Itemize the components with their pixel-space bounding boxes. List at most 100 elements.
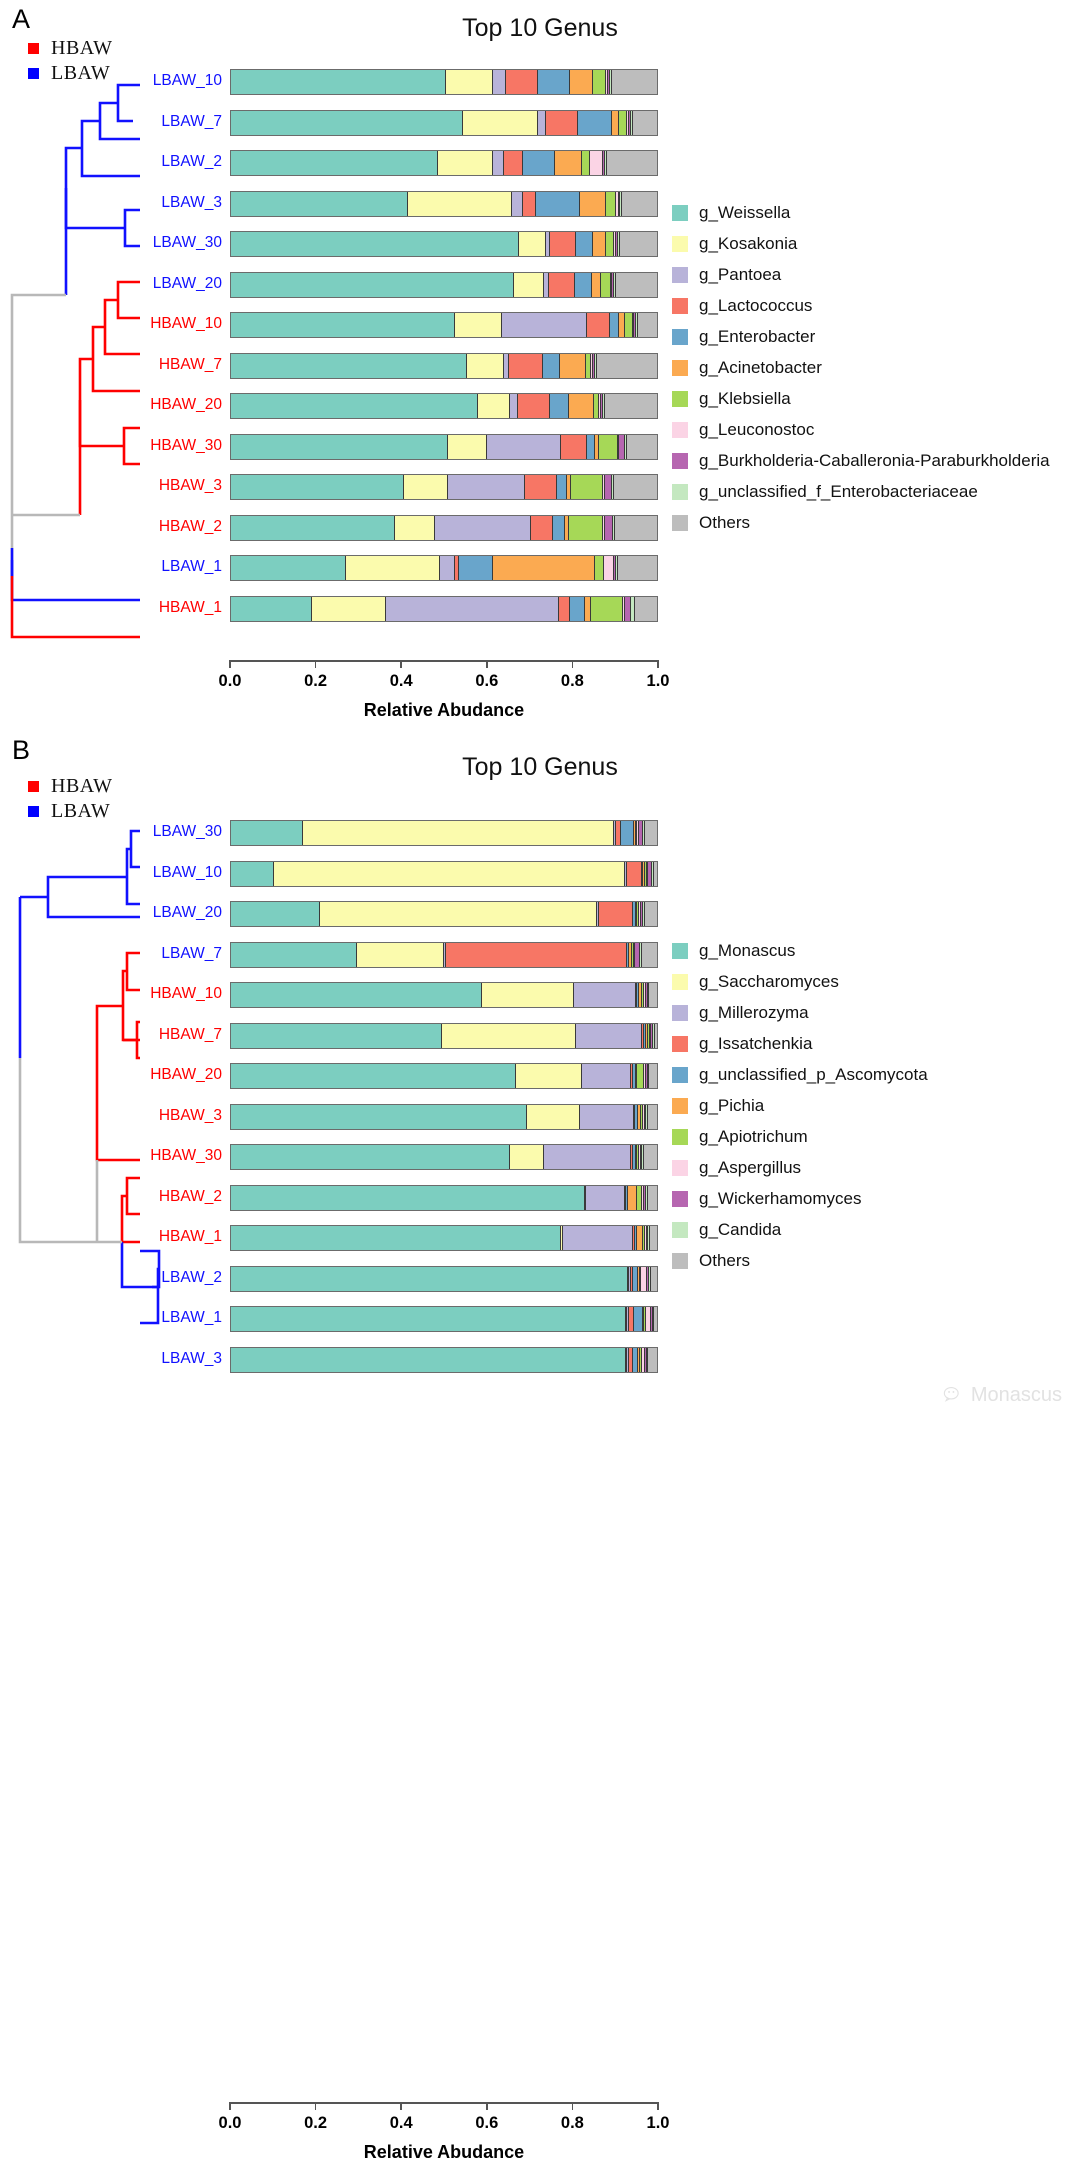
bar-segment — [231, 1347, 626, 1372]
legend-item-g-aspergillus: g_Aspergillus — [672, 1152, 928, 1183]
watermark: Monascus — [943, 1384, 1062, 1407]
bar-segment — [635, 1064, 638, 1088]
bar-segment — [641, 1266, 648, 1291]
bar-segment — [596, 353, 657, 378]
axis-tick-label: 0.4 — [389, 2114, 413, 2132]
axis-tick-label: 0.2 — [304, 2114, 328, 2132]
bar-segment — [637, 1266, 640, 1291]
bar-segment — [642, 942, 657, 967]
axis-tick — [314, 2102, 317, 2110]
bar-segment — [554, 151, 583, 175]
tip-label-lbaw_1: LBAW_1 — [161, 558, 222, 575]
bar-segment — [629, 942, 632, 967]
bar-segment — [643, 902, 646, 926]
bar-segment — [640, 942, 643, 967]
bar-segment — [231, 556, 347, 580]
axis-tick — [229, 660, 231, 668]
bar-segment — [346, 556, 440, 580]
bar-segment — [635, 942, 641, 967]
bar-segment — [633, 1347, 639, 1372]
bar-segment — [648, 1266, 651, 1291]
legend-swatch — [672, 483, 688, 500]
bar-segment — [492, 151, 504, 175]
legend-label: g_Apiotrichum — [699, 1126, 808, 1146]
bar-segment — [628, 1185, 637, 1210]
tip-label-lbaw_1: LBAW_1 — [161, 1309, 222, 1326]
legend-swatch — [672, 1252, 688, 1269]
legend-item-g-pichia: g_Pichia — [672, 1090, 928, 1121]
legend-swatch — [672, 421, 688, 438]
tip-label-lbaw_7: LBAW_7 — [161, 944, 222, 962]
bar-segment — [231, 70, 447, 94]
bar-segment — [643, 861, 646, 886]
bar-segment — [625, 1307, 628, 1331]
bar-segment — [622, 191, 657, 216]
bar-segment — [634, 313, 637, 337]
bar-segment — [578, 110, 613, 135]
bar-segment — [634, 1226, 637, 1250]
tip-label-lbaw_2: LBAW_2 — [161, 153, 222, 170]
bar-segment — [582, 1064, 632, 1088]
legend-label: g_unclassified_f_Enterobacteriaceae — [699, 481, 978, 501]
bar-segment — [620, 232, 657, 256]
bar-segment — [635, 902, 638, 926]
bar-segment — [544, 1145, 632, 1169]
legend-item-g-wickerhamomyces: g_Wickerhamomyces — [672, 1183, 928, 1214]
bar-segment — [625, 861, 627, 886]
bar-segment — [616, 821, 622, 845]
bar-segment — [653, 1023, 655, 1048]
bar-segment — [524, 475, 557, 499]
legend-swatch — [672, 390, 688, 407]
bar-segment — [637, 902, 640, 926]
hbaw-label: HBAW — [51, 37, 113, 59]
tip-label-hbaw_30: HBAW_30 — [150, 436, 222, 454]
bar-segment — [641, 861, 644, 886]
bar-segment — [644, 1104, 647, 1129]
legend-label: g_Millerozyma — [699, 1002, 809, 1022]
tip-label-lbaw_10: LBAW_10 — [152, 72, 222, 89]
bar-segment — [595, 434, 599, 459]
tip-label-lbaw_2: LBAW_2 — [161, 1268, 222, 1286]
stacked-bar-lbaw_20 — [230, 901, 658, 927]
bar-segment — [647, 1266, 649, 1291]
legend-label: g_Pantoea — [699, 264, 782, 284]
bar-segment — [403, 475, 449, 499]
legend-item-others: Others — [672, 507, 1050, 538]
legend-swatch — [672, 297, 688, 314]
bar-segment — [501, 313, 587, 337]
bar-segment — [648, 861, 652, 886]
bar-segment — [610, 272, 613, 297]
bar-segment — [602, 151, 605, 175]
bar-segment — [565, 515, 569, 540]
bar-segment — [604, 151, 607, 175]
bar-segment — [570, 475, 603, 499]
bar-segment — [386, 596, 559, 621]
legend-swatch — [672, 235, 688, 252]
bar-segment — [231, 313, 455, 337]
bar-segment — [599, 902, 634, 926]
bar-segment — [614, 556, 617, 580]
tip-label-hbaw_10: HBAW_10 — [150, 315, 222, 332]
legend-item-others: Others — [672, 1245, 928, 1276]
bar-segment — [631, 1064, 634, 1088]
tip-label-hbaw_7: HBAW_7 — [158, 355, 222, 373]
bar-segment — [231, 515, 395, 540]
bar-segment — [632, 313, 635, 337]
bar-segment — [439, 556, 455, 580]
stacked-bar-hbaw_20 — [230, 1063, 658, 1089]
legend-label: g_unclassified_p_Ascomycota — [699, 1064, 928, 1084]
bar-segment — [463, 110, 538, 135]
axis-tick-label: 0.6 — [475, 2114, 499, 2132]
stacked-bar-lbaw_2 — [230, 1265, 658, 1292]
bar-segment — [593, 353, 595, 378]
bar-segment — [603, 556, 615, 580]
stacked-bar-hbaw_3 — [230, 1103, 658, 1130]
bar-segment — [311, 596, 387, 621]
legend-swatch — [672, 973, 688, 990]
bar-segment — [454, 313, 502, 337]
legend-swatch — [672, 204, 688, 221]
legend-swatch — [672, 328, 688, 345]
bar-segment — [645, 1307, 651, 1331]
bar-segment — [645, 1347, 647, 1372]
bar-segment — [458, 556, 493, 580]
